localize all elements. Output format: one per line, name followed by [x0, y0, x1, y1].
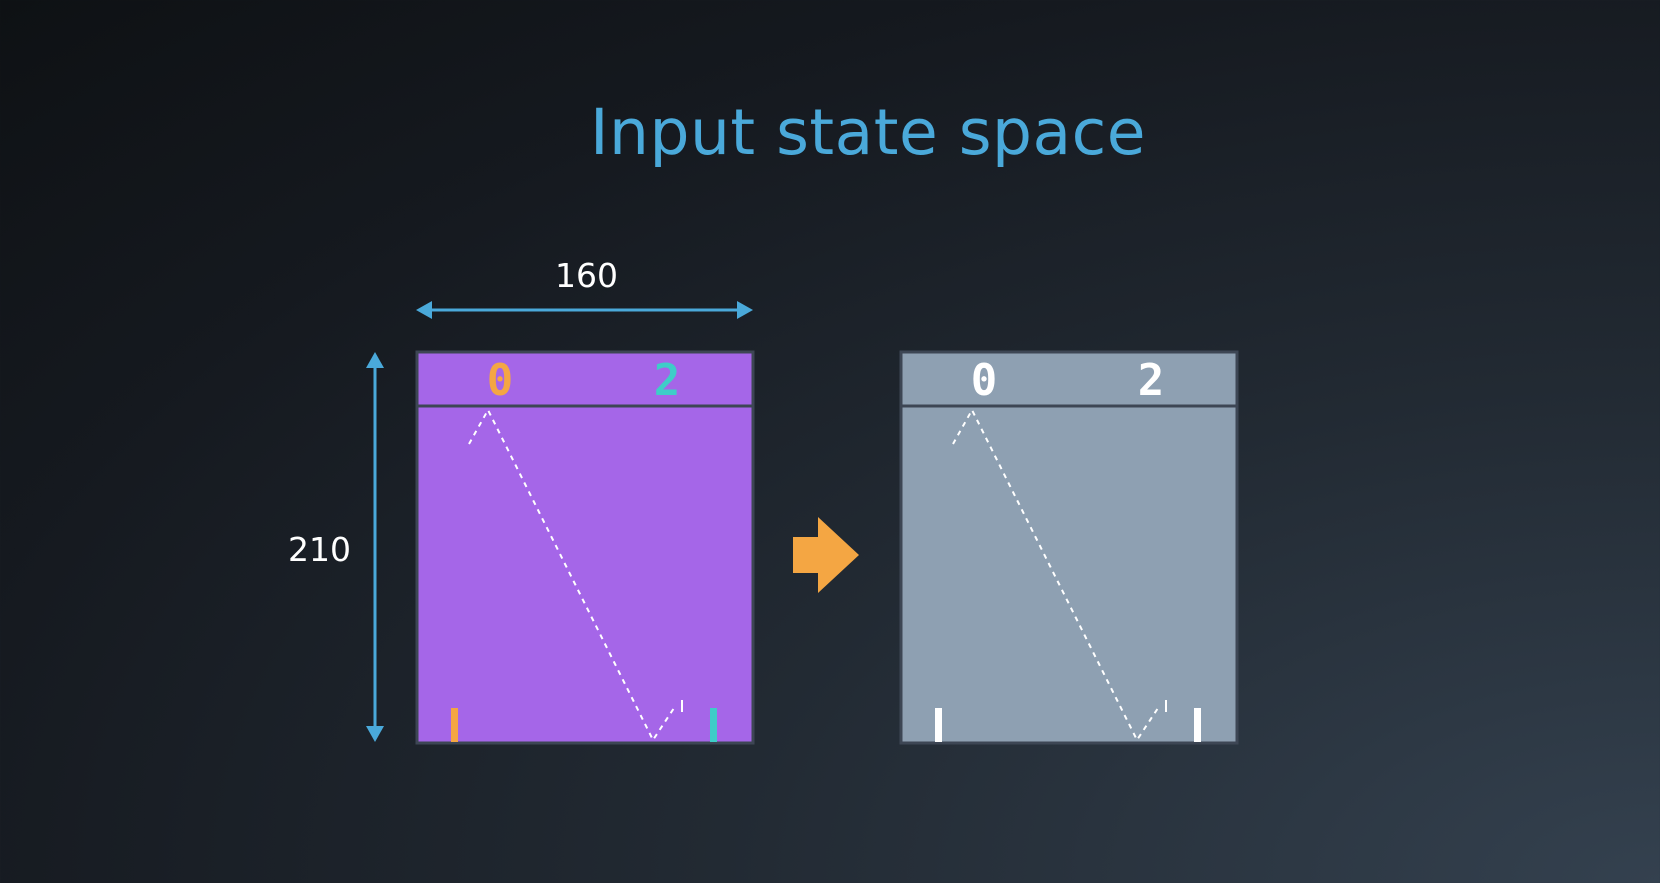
gray-score-right: 2 — [1138, 355, 1165, 406]
color-score-right: 2 — [654, 355, 681, 406]
slide-title: Input state space — [589, 96, 1147, 169]
color-frame-background — [415, 350, 755, 745]
color-game-frame: 0 2 — [415, 350, 755, 745]
gray-frame-background — [899, 350, 1239, 745]
gray-right-paddle — [1194, 708, 1201, 742]
height-dimension-arrow — [366, 352, 384, 742]
gray-score-left: 0 — [971, 355, 998, 406]
width-label: 160 — [555, 256, 618, 295]
width-dimension-arrow — [416, 301, 753, 319]
grayscale-game-frame: 0 2 — [899, 350, 1239, 745]
gray-ball-trajectory — [952, 407, 1161, 743]
gray-left-paddle — [935, 708, 942, 742]
height-label: 210 — [288, 530, 351, 569]
color-left-paddle — [451, 708, 458, 742]
color-right-paddle — [710, 708, 717, 742]
color-score-left: 0 — [487, 355, 514, 406]
color-ball-trajectory — [468, 407, 677, 743]
conversion-arrow-icon — [793, 517, 859, 593]
